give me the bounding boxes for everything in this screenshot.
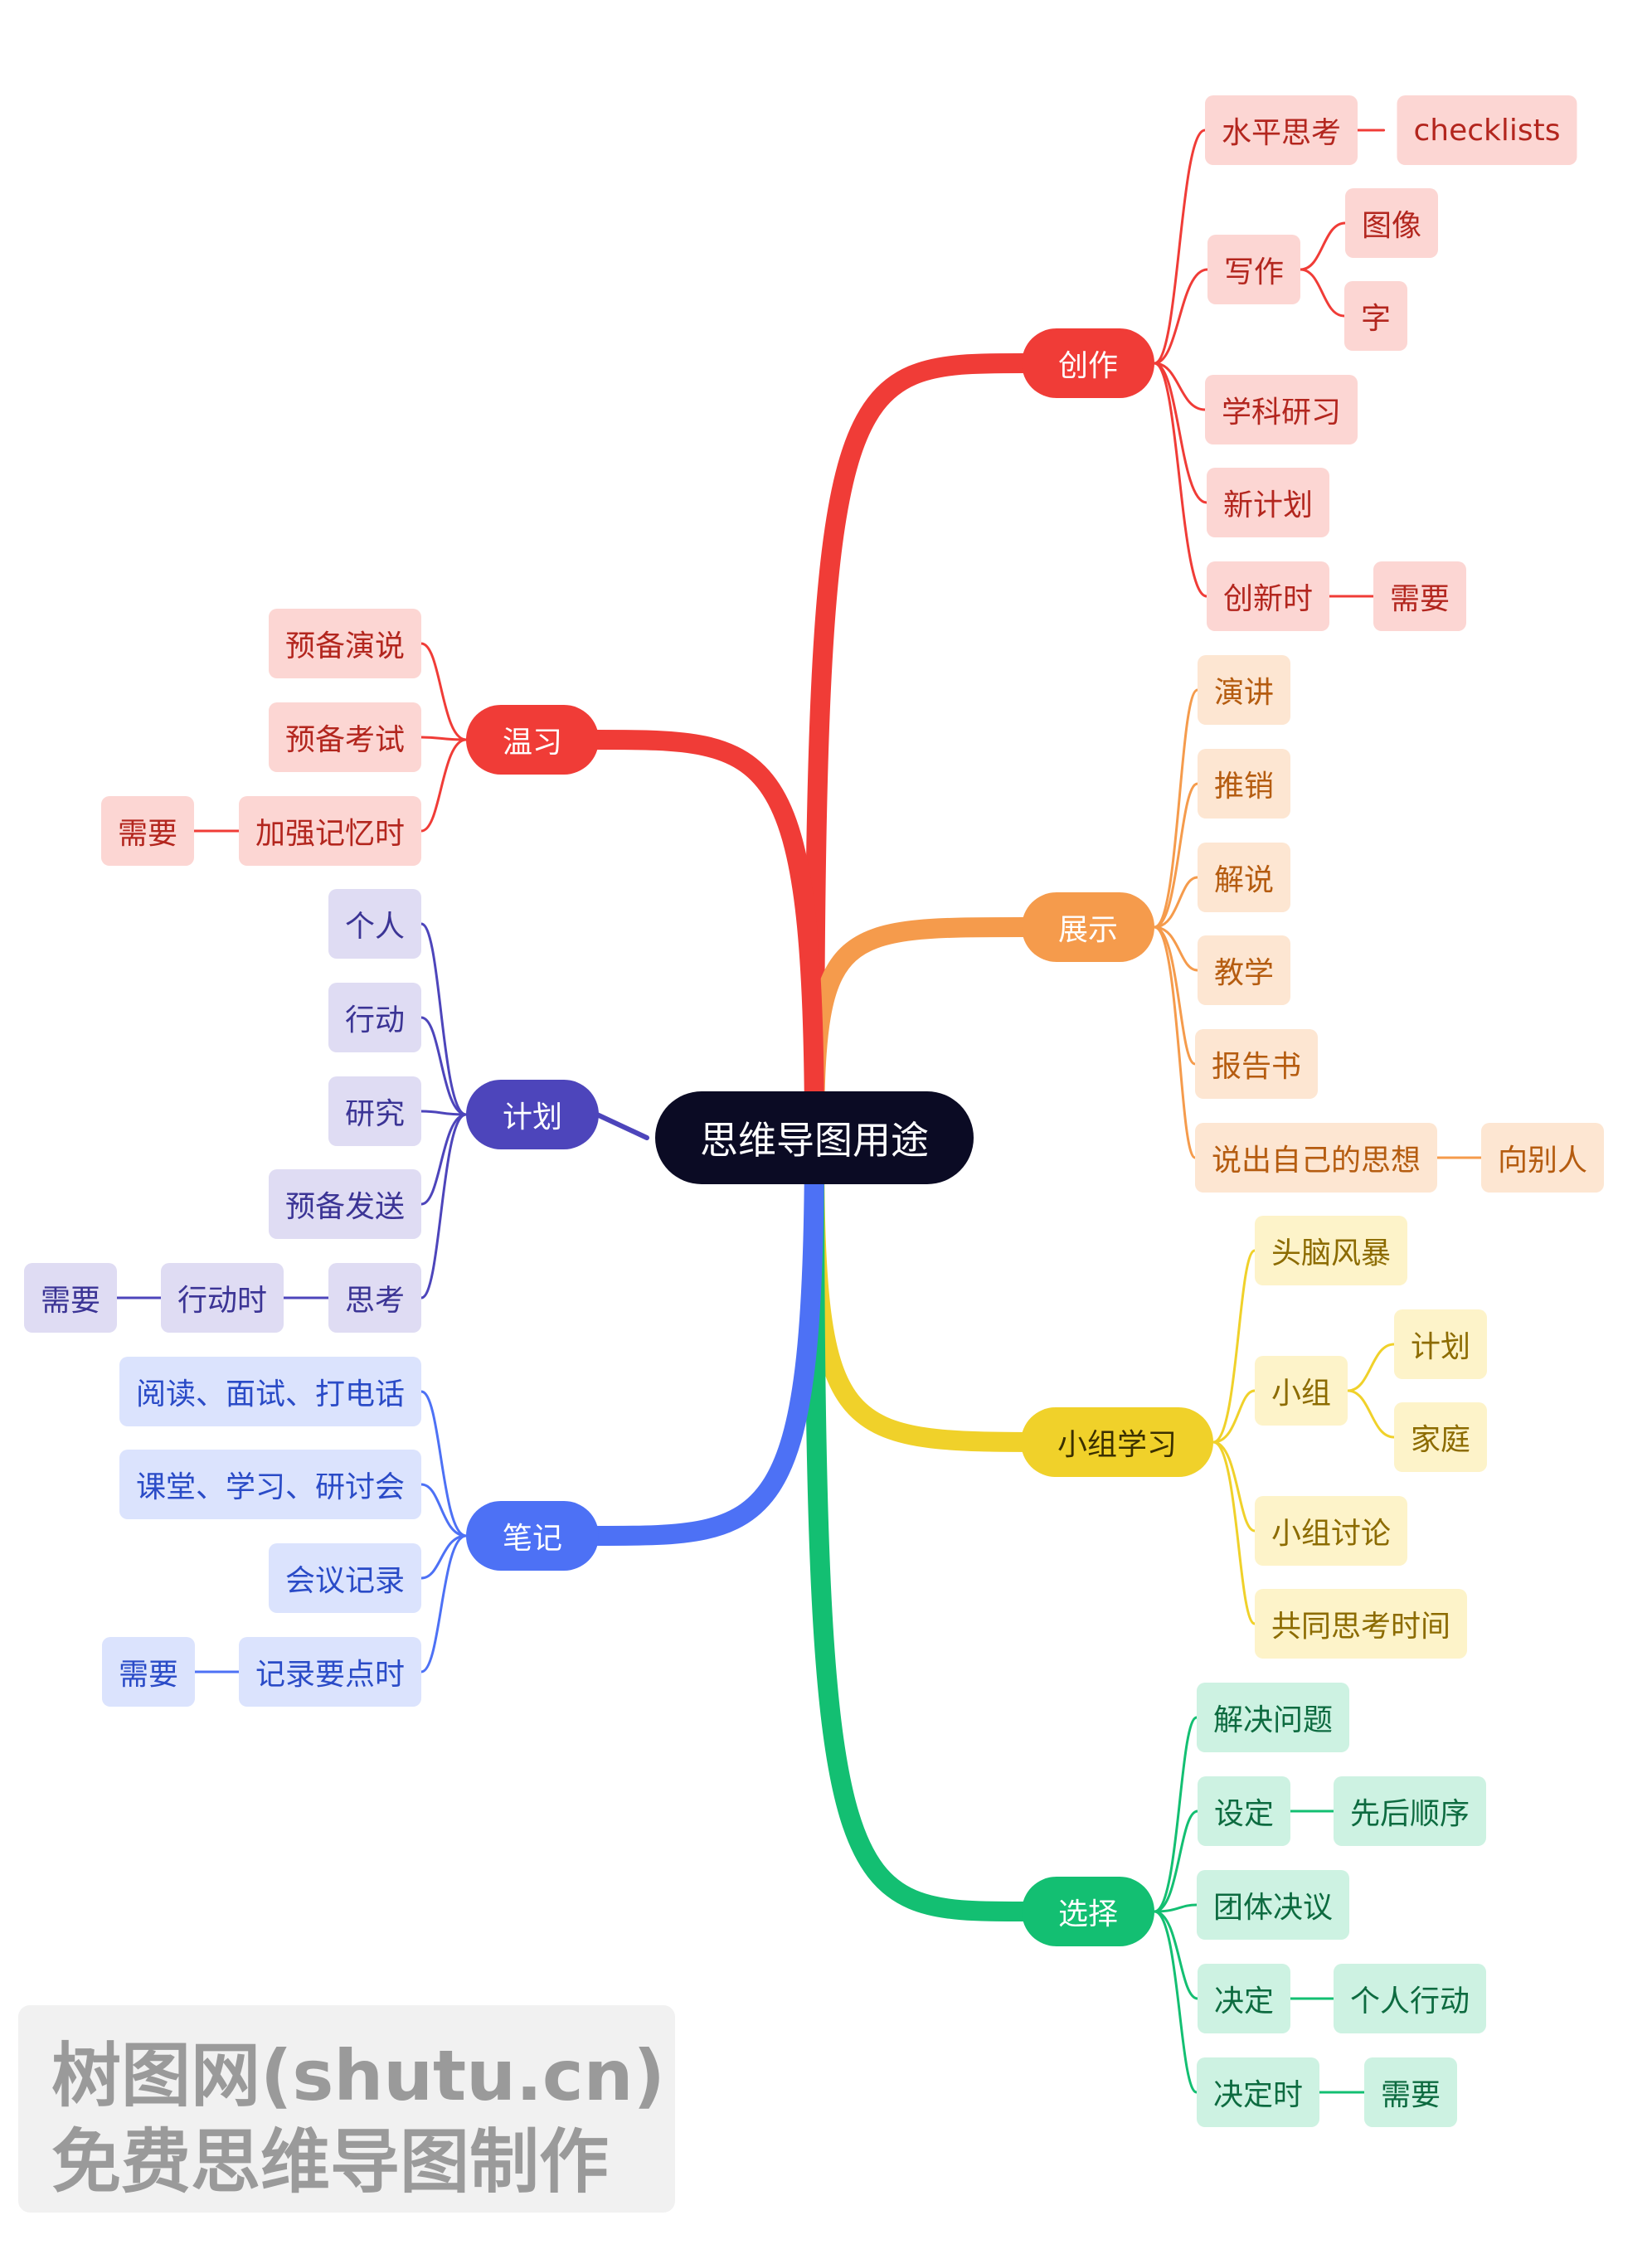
subleaf-connector <box>1346 1389 1396 1439</box>
branch-node[interactable]: 温习 <box>465 705 600 775</box>
subleaf-node[interactable]: 行动时 <box>160 1263 284 1333</box>
leaf-node[interactable]: 头脑风暴 <box>1254 1216 1408 1285</box>
subleaf-node[interactable]: 需要 <box>101 1637 196 1707</box>
leaf-node[interactable]: 小组讨论 <box>1254 1496 1408 1566</box>
subleaf-connector <box>1299 268 1346 318</box>
leaf-connector <box>1153 129 1207 365</box>
leaf-connector <box>420 1113 468 1299</box>
leaf-node[interactable]: 研究 <box>328 1076 422 1146</box>
leaf-connector <box>1153 268 1209 365</box>
branch-connector <box>587 730 824 1148</box>
subleaf-node[interactable]: 字 <box>1343 281 1408 351</box>
leaf-node[interactable]: 学科研习 <box>1204 375 1358 444</box>
leaf-connector <box>1153 1810 1199 1913</box>
branch-node[interactable]: 选择 <box>1021 1877 1155 1946</box>
leaf-connector <box>1212 1440 1256 1533</box>
leaf-node[interactable]: 个人 <box>328 889 422 959</box>
branch-node[interactable]: 笔记 <box>465 1501 600 1571</box>
leaf-connector <box>1153 925 1197 1066</box>
leaf-connector <box>420 1534 468 1673</box>
branch-node[interactable]: 小组学习 <box>1020 1407 1214 1477</box>
subleaf-node[interactable]: checklists <box>1397 95 1577 165</box>
leaf-node[interactable]: 团体决议 <box>1196 1870 1350 1940</box>
leaf-connector <box>420 1016 468 1116</box>
leaf-node[interactable]: 阅读、面试、打电话 <box>119 1357 422 1426</box>
subleaf-node[interactable]: 需要 <box>23 1263 118 1333</box>
leaf-node[interactable]: 思考 <box>328 1263 422 1333</box>
leaf-connector <box>420 736 468 741</box>
leaf-connector <box>1153 688 1199 929</box>
leaf-node[interactable]: 写作 <box>1207 235 1301 304</box>
leaf-connector <box>420 1534 468 1580</box>
branch-node[interactable]: 创作 <box>1021 328 1155 398</box>
leaf-connector <box>1153 362 1207 411</box>
leaf-connector <box>1153 1716 1198 1913</box>
leaf-connector <box>420 738 468 833</box>
leaf-connector <box>1153 1910 1199 2000</box>
subleaf-node[interactable]: 图像 <box>1344 188 1439 258</box>
subleaf-node[interactable]: 先后顺序 <box>1333 1776 1487 1846</box>
subleaf-node[interactable]: 需要 <box>1363 2057 1458 2127</box>
leaf-node[interactable]: 预备演说 <box>268 609 422 678</box>
subleaf-node[interactable]: 向别人 <box>1480 1123 1605 1193</box>
watermark-line2: 免费思维导图制作 <box>51 2121 610 2203</box>
leaf-node[interactable]: 演讲 <box>1197 655 1291 725</box>
leaf-node[interactable]: 创新时 <box>1206 561 1330 631</box>
leaf-connector <box>1153 362 1208 598</box>
leaf-node[interactable]: 决定时 <box>1196 2057 1320 2127</box>
leaf-connector <box>1153 1903 1198 1913</box>
leaf-node[interactable]: 报告书 <box>1194 1029 1319 1099</box>
central-topic[interactable]: 思维导图用途 <box>655 1091 974 1184</box>
leaf-connector <box>420 1113 468 1206</box>
leaf-connector <box>1153 876 1199 929</box>
leaf-node[interactable]: 推销 <box>1197 749 1291 819</box>
leaf-connector <box>1153 782 1199 929</box>
branch-node[interactable]: 展示 <box>1021 892 1155 962</box>
leaf-connector <box>1153 925 1197 1159</box>
branch-connector <box>804 1128 1033 1921</box>
leaf-node[interactable]: 小组 <box>1254 1356 1348 1426</box>
leaf-node[interactable]: 教学 <box>1197 935 1291 1005</box>
leaf-node[interactable]: 行动 <box>328 983 422 1052</box>
leaf-node[interactable]: 解说 <box>1197 843 1291 912</box>
leaf-node[interactable]: 水平思考 <box>1204 95 1358 165</box>
leaf-connector <box>1212 1389 1256 1444</box>
leaf-node[interactable]: 加强记忆时 <box>238 796 422 866</box>
watermark-line1: 树图网(shutu.cn) <box>51 2035 665 2116</box>
leaf-node[interactable]: 设定 <box>1197 1776 1291 1846</box>
subleaf-connector <box>1299 221 1347 271</box>
leaf-node[interactable]: 记录要点时 <box>238 1637 422 1707</box>
leaf-node[interactable]: 共同思考时间 <box>1254 1589 1468 1659</box>
leaf-node[interactable]: 新计划 <box>1206 468 1330 537</box>
branch-connector <box>595 1112 649 1140</box>
leaf-node[interactable]: 解决问题 <box>1196 1683 1350 1752</box>
subleaf-connector <box>1346 1343 1396 1392</box>
leaf-connector <box>1212 1440 1256 1625</box>
branch-node[interactable]: 计划 <box>465 1080 600 1149</box>
subleaf-node[interactable]: 个人行动 <box>1333 1964 1487 2033</box>
leaf-connector <box>1153 362 1208 504</box>
branch-connector <box>804 353 1033 1148</box>
leaf-connector <box>1212 1249 1256 1444</box>
leaf-node[interactable]: 决定 <box>1197 1964 1291 2033</box>
leaf-node[interactable]: 课堂、学习、研讨会 <box>119 1450 422 1519</box>
leaf-node[interactable]: 说出自己的思想 <box>1194 1123 1438 1193</box>
leaf-node[interactable]: 预备考试 <box>268 702 422 772</box>
subleaf-node[interactable]: 家庭 <box>1393 1402 1488 1472</box>
watermark: 树图网(shutu.cn) 免费思维导图制作 <box>18 2005 675 2213</box>
branch-connector <box>587 1128 824 1546</box>
subleaf-node[interactable]: 需要 <box>100 796 195 866</box>
leaf-connector <box>1153 925 1199 972</box>
leaf-connector <box>420 1483 468 1537</box>
leaf-connector <box>420 922 468 1116</box>
leaf-node[interactable]: 会议记录 <box>268 1543 422 1613</box>
leaf-node[interactable]: 预备发送 <box>268 1169 422 1239</box>
subleaf-node[interactable]: 计划 <box>1393 1309 1488 1379</box>
leaf-connector <box>420 642 468 741</box>
leaf-connector <box>420 1390 468 1537</box>
leaf-connector <box>420 1110 468 1116</box>
leaf-connector <box>1153 1910 1198 2094</box>
subleaf-node[interactable]: 需要 <box>1373 561 1467 631</box>
